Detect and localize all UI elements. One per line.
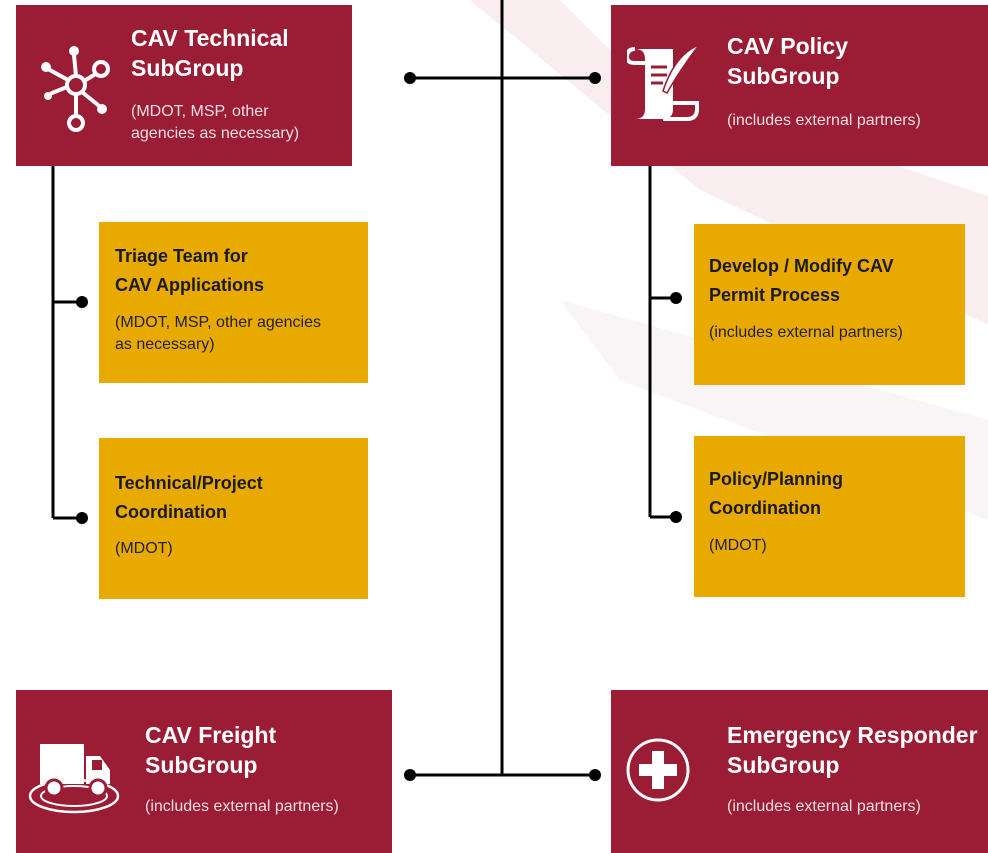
emergency-subgroup-description: (includes external partners) (727, 798, 921, 815)
technical-coordination-description: (MDOT) (115, 540, 173, 557)
permit-process-box: Develop / Modify CAV Permit Process (inc… (694, 224, 965, 385)
triage-team-box: Triage Team for CAV Applications (MDOT, … (99, 222, 368, 383)
policy-coordination-box: Policy/Planning Coordination (MDOT) (694, 436, 965, 597)
freight-subgroup-box: CAV Freight SubGroup (includes external … (16, 690, 392, 853)
scroll-quill-icon (627, 43, 701, 121)
technical-coordination-box: Technical/Project Coordination (MDOT) (99, 438, 368, 599)
technical-subgroup-box: CAV Technical SubGroup (MDOT, MSP, other… (16, 5, 352, 166)
triage-team-title: Triage Team for CAV Applications (115, 246, 265, 295)
technical-subgroup-description: (MDOT, MSP, other agencies as necessary) (131, 103, 300, 142)
policy-coordination-title: Policy/Planning Coordination (709, 469, 844, 518)
technical-coordination-title: Technical/Project Coordination (115, 473, 263, 522)
emergency-subgroup-title: Emergency Responder SubGroup (727, 722, 978, 778)
technical-subgroup-title: CAV Technical SubGroup (131, 25, 289, 81)
permit-process-description: (includes external partners) (709, 324, 903, 341)
network-nodes-icon (41, 46, 110, 132)
freight-subgroup-description: (includes external partners) (145, 798, 339, 815)
medical-cross-icon (626, 738, 690, 802)
policy-coordination-description: (MDOT) (709, 537, 767, 554)
policy-subgroup-box: CAV Policy SubGroup (includes external p… (611, 5, 988, 166)
policy-subgroup-description: (includes external partners) (727, 112, 921, 129)
triage-team-description: (MDOT, MSP, other agencies as necessary) (115, 314, 322, 353)
permit-process-title: Develop / Modify CAV Permit Process (709, 256, 894, 305)
freight-subgroup-title: CAV Freight SubGroup (145, 722, 277, 778)
emergency-subgroup-box: Emergency Responder SubGroup (includes e… (611, 690, 988, 853)
policy-subgroup-title: CAV Policy SubGroup (727, 33, 848, 89)
delivery-truck-icon (28, 744, 120, 814)
